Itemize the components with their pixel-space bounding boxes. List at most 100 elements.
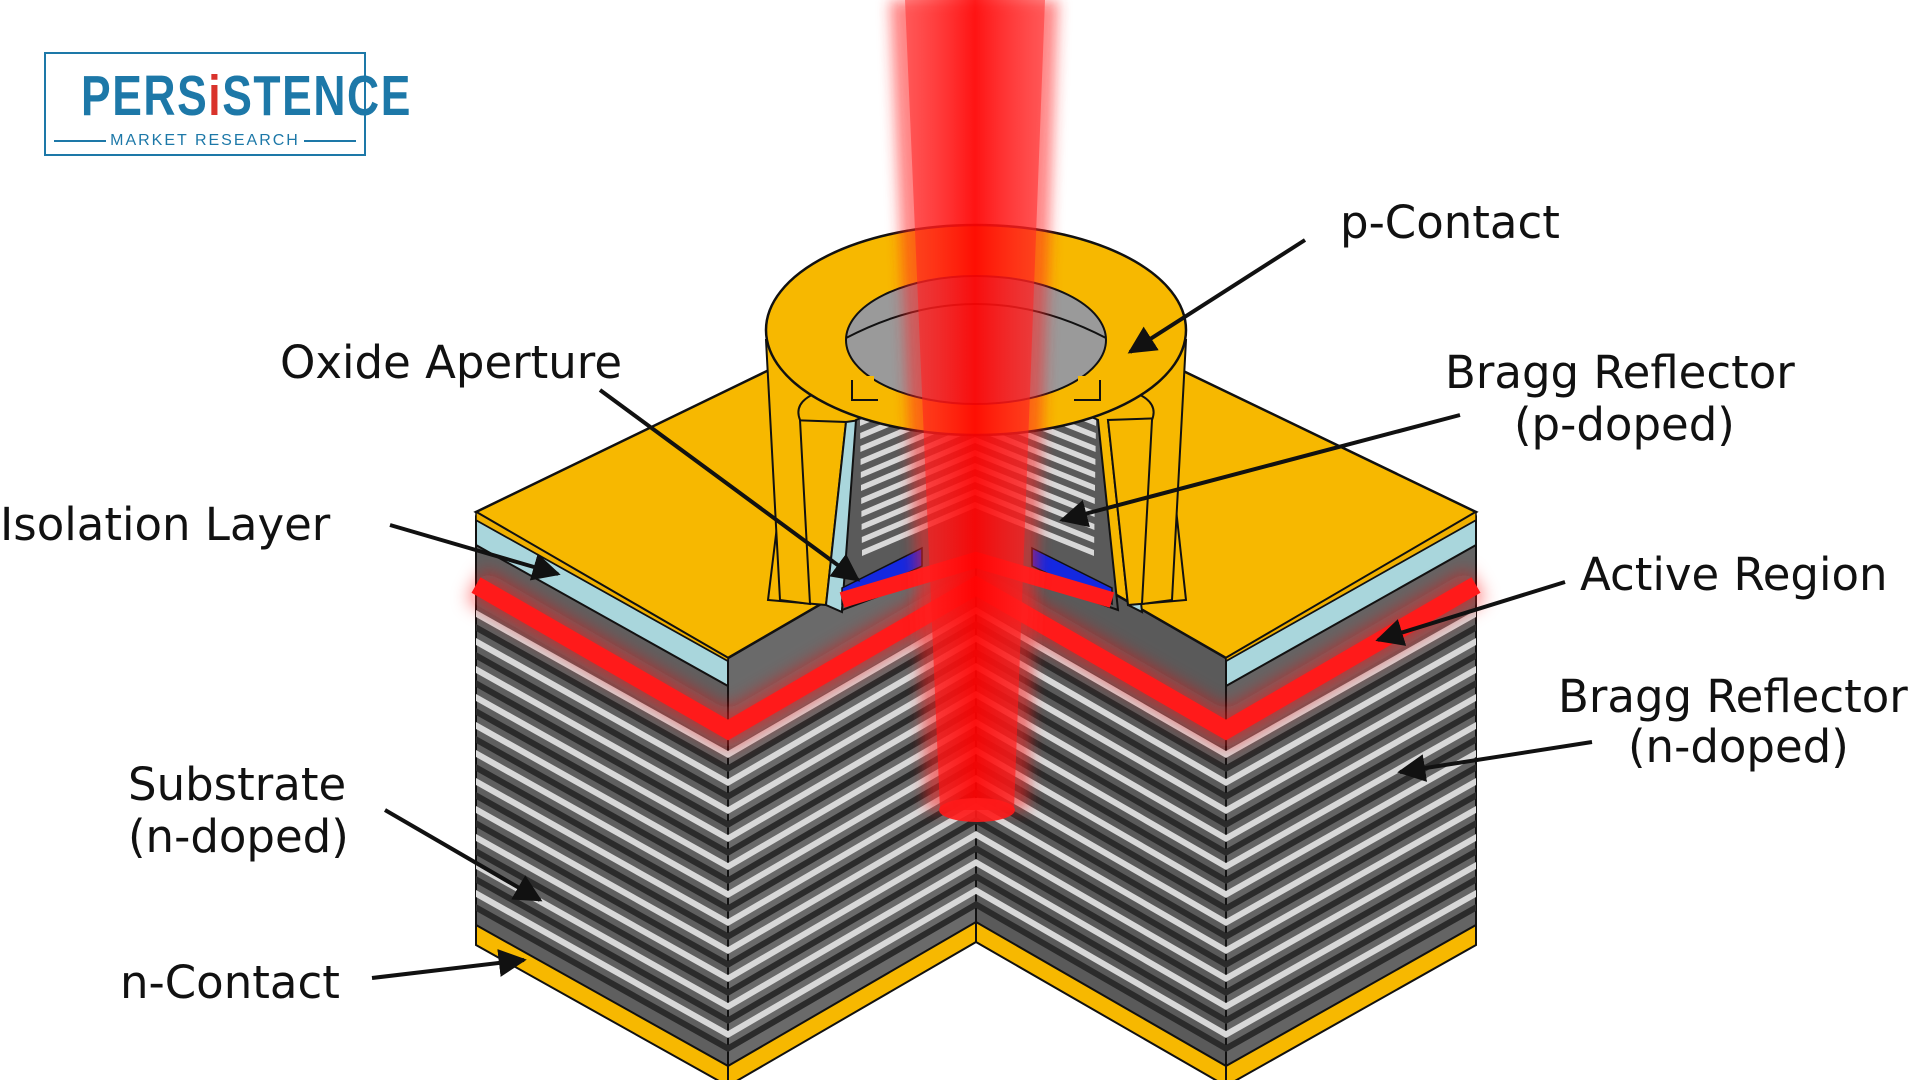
bragg-layer-stripe bbox=[976, 733, 1226, 884]
bragg-layer-stripe bbox=[728, 663, 976, 814]
label-bragg-p-line2: (p-doped) bbox=[1514, 398, 1735, 451]
bragg-layer-stripe bbox=[1226, 792, 1476, 940]
leader-arrows bbox=[371, 238, 1593, 980]
arrow-bragg-p bbox=[1059, 413, 1461, 528]
bragg-layer-stripe bbox=[1226, 694, 1476, 842]
bragg-layer-stripe bbox=[976, 775, 1226, 926]
bragg-layer-stripe bbox=[1226, 624, 1476, 772]
label-n-contact: n-Contact bbox=[120, 956, 340, 1009]
bragg-layer-stripe bbox=[728, 901, 976, 1052]
bragg-layer-stripe bbox=[728, 747, 976, 898]
labels: p-Contact Oxide Aperture Bragg Reflector… bbox=[0, 196, 1908, 1009]
bragg-layer-stripe bbox=[1226, 834, 1476, 982]
bragg-layer-stripe bbox=[476, 764, 728, 912]
label-active-region: Active Region bbox=[1580, 548, 1888, 601]
arrow-p-contact bbox=[1127, 238, 1307, 354]
bragg-layer-stripe bbox=[976, 831, 1226, 982]
bragg-layer-stripe bbox=[1226, 806, 1476, 954]
bragg-reflector-stripes bbox=[476, 607, 1476, 1052]
label-p-contact: p-Contact bbox=[1340, 196, 1560, 249]
bragg-layer-stripe bbox=[1226, 652, 1476, 800]
label-bragg-n-line2: (n-doped) bbox=[1628, 720, 1849, 773]
bragg-layer-stripe bbox=[728, 845, 976, 996]
bragg-layer-stripe bbox=[976, 719, 1226, 870]
label-oxide-aperture: Oxide Aperture bbox=[280, 336, 622, 389]
bragg-layer-stripe bbox=[476, 890, 728, 1038]
bragg-layer-stripe bbox=[728, 887, 976, 1038]
bragg-layer-stripe bbox=[1226, 820, 1476, 968]
bragg-layer-stripe bbox=[476, 610, 728, 758]
bragg-layer-stripe bbox=[1226, 848, 1476, 996]
bragg-layer-stripe bbox=[728, 621, 976, 772]
n-contact-layer bbox=[475, 920, 1477, 1080]
bragg-layer-stripe bbox=[476, 904, 728, 1052]
bragg-layer-stripe bbox=[476, 778, 728, 926]
bragg-layer-stripe bbox=[728, 817, 976, 968]
bragg-layer-stripe bbox=[476, 736, 728, 884]
bragg-layer-stripe bbox=[976, 845, 1226, 996]
bragg-layer-stripe bbox=[1226, 764, 1476, 912]
bragg-layer-stripe bbox=[1226, 890, 1476, 1038]
bragg-layer-stripe bbox=[728, 719, 976, 870]
bragg-layer-stripe bbox=[476, 638, 728, 786]
bragg-layer-stripe bbox=[1226, 708, 1476, 856]
bragg-layer-stripe bbox=[1226, 876, 1476, 1024]
bragg-layer-stripe bbox=[1226, 750, 1476, 898]
bragg-layer-stripe bbox=[976, 761, 1226, 912]
bragg-layer-stripe bbox=[476, 792, 728, 940]
bragg-layer-stripe bbox=[1226, 680, 1476, 828]
bragg-layer-stripe bbox=[976, 607, 1226, 758]
bragg-layer-stripe bbox=[976, 789, 1226, 940]
logo-tagline: MARKET RESEARCH bbox=[46, 132, 364, 150]
bragg-layer-stripe bbox=[976, 649, 1226, 800]
bragg-layer-stripe bbox=[728, 803, 976, 954]
bragg-layer-stripe bbox=[476, 876, 728, 1024]
bragg-layer-stripe bbox=[976, 887, 1226, 1038]
bragg-layer-stripe bbox=[976, 691, 1226, 842]
bragg-layer-stripe bbox=[728, 677, 976, 828]
bragg-layer-stripe bbox=[476, 750, 728, 898]
bragg-layer-stripe bbox=[476, 722, 728, 870]
bragg-layer-stripe bbox=[476, 820, 728, 968]
bragg-layer-stripe bbox=[476, 666, 728, 814]
bragg-layer-stripe bbox=[728, 705, 976, 856]
bragg-layer-stripe bbox=[976, 677, 1226, 828]
bragg-layer-stripe bbox=[976, 747, 1226, 898]
bragg-layer-stripe bbox=[728, 635, 976, 786]
label-substrate-line2: (n-doped) bbox=[128, 810, 349, 863]
arrow-isolation-layer bbox=[389, 523, 561, 581]
arrow-oxide-aperture bbox=[598, 388, 861, 582]
arrow-bragg-n bbox=[1397, 740, 1593, 782]
label-isolation-layer: Isolation Layer bbox=[0, 498, 331, 551]
bragg-layer-stripe bbox=[476, 806, 728, 954]
logo-wordmark: PERSiSTENCE bbox=[80, 64, 412, 128]
arrow-n-contact bbox=[371, 949, 527, 980]
label-bragg-p-line1: Bragg Reflector bbox=[1445, 346, 1795, 399]
bragg-layer-stripe bbox=[476, 624, 728, 772]
bragg-layer-stripe bbox=[1226, 904, 1476, 1052]
persistence-logo: PERSiSTENCE MARKET RESEARCH bbox=[44, 52, 412, 156]
bragg-layer-stripe bbox=[728, 873, 976, 1024]
bragg-layer-stripe bbox=[976, 817, 1226, 968]
bragg-layer-stripe bbox=[728, 733, 976, 884]
bragg-layer-stripe bbox=[728, 789, 976, 940]
bragg-layer-stripe bbox=[728, 761, 976, 912]
bragg-layer-stripe bbox=[976, 635, 1226, 786]
bragg-layer-stripe bbox=[476, 708, 728, 856]
bragg-layer-stripe bbox=[728, 859, 976, 1010]
bragg-layer-stripe bbox=[976, 663, 1226, 814]
laser-beam bbox=[890, 0, 1058, 822]
bragg-layer-stripe bbox=[1226, 638, 1476, 786]
bragg-layer-stripe bbox=[728, 831, 976, 982]
label-bragg-n-line1: Bragg Reflector bbox=[1558, 670, 1908, 723]
bragg-layer-stripe bbox=[976, 873, 1226, 1024]
bragg-layer-stripe bbox=[976, 705, 1226, 856]
bragg-layer-stripe bbox=[1226, 778, 1476, 926]
bragg-layer-stripe bbox=[976, 859, 1226, 1010]
bragg-layer-stripe bbox=[476, 652, 728, 800]
bragg-layer-stripe bbox=[976, 803, 1226, 954]
bragg-layer-stripe bbox=[1226, 666, 1476, 814]
bragg-layer-stripe bbox=[728, 775, 976, 926]
bragg-layer-stripe bbox=[728, 691, 976, 842]
